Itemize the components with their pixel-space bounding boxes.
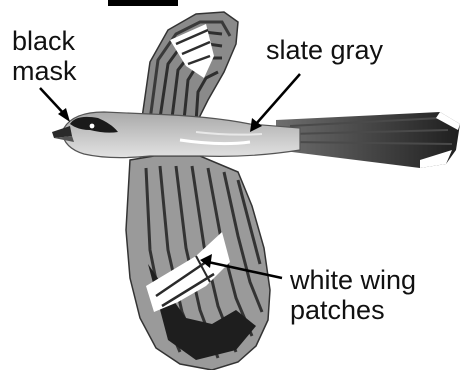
white-wing-patches-label-line1: white wing xyxy=(290,265,416,295)
slate-gray-label-text: slate gray xyxy=(266,35,383,65)
arrow-black-mask xyxy=(40,88,70,122)
black-mask-label-line2: mask xyxy=(12,56,77,86)
tail xyxy=(276,112,460,168)
black-mask-label-line1: black xyxy=(12,26,77,56)
white-wing-patches-label: white wing patches xyxy=(290,265,416,325)
cropped-title-fragment xyxy=(108,0,178,6)
slate-gray-label: slate gray xyxy=(266,35,383,65)
white-wing-patches-label-line2: patches xyxy=(290,295,416,325)
lower-wing xyxy=(126,156,270,370)
black-mask-label: black mask xyxy=(12,26,77,86)
